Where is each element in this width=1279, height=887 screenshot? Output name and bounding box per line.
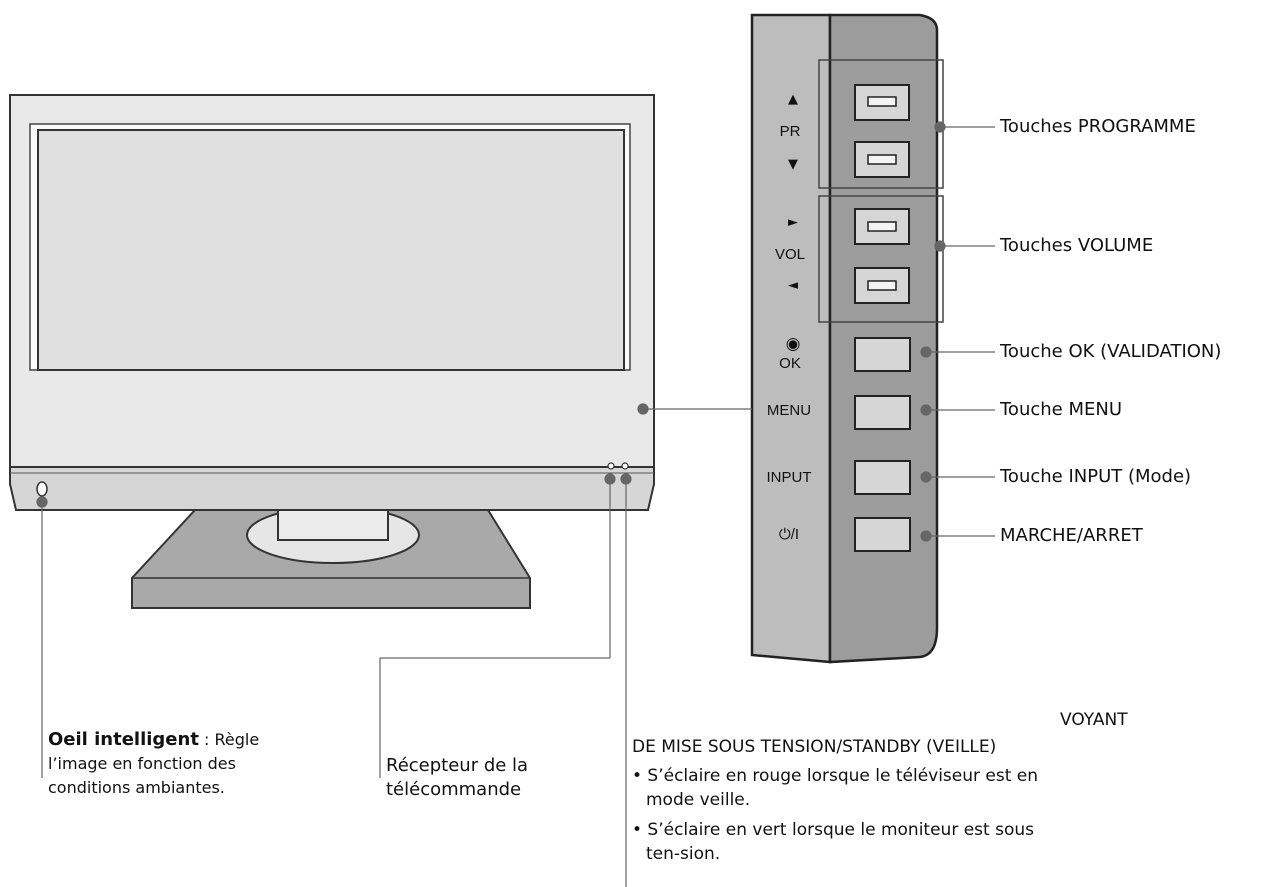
power-button[interactable] xyxy=(854,517,911,552)
menu-button[interactable] xyxy=(854,395,911,430)
ok-symbol: ◉ xyxy=(785,334,801,354)
callout-input: Touche INPUT (Mode) xyxy=(1000,466,1192,487)
pr-label: PR xyxy=(779,123,801,140)
receiver-line1: Récepteur de la xyxy=(386,755,529,776)
vol-down-arrow: ◄ xyxy=(788,278,798,293)
vol-up-button[interactable] xyxy=(854,208,910,245)
indicator-bullets: • S’éclaire en rouge lorsque le télévise… xyxy=(632,764,1060,872)
callout-menu: Touche MENU xyxy=(1000,399,1123,420)
intelligent-eye-line3: conditions ambiantes. xyxy=(48,778,225,797)
vol-down-button[interactable] xyxy=(854,267,910,304)
intelligent-eye-title: Oeil intelligent xyxy=(48,729,199,750)
indicator-heading-1: VOYANT xyxy=(1060,710,1128,730)
input-label: INPUT xyxy=(766,469,812,486)
pr-up-button[interactable] xyxy=(854,84,910,121)
tv-stand xyxy=(131,487,531,609)
vol-up-arrow: ► xyxy=(788,215,798,230)
indicator-bullet-1: • S’éclaire en rouge lorsque le télévise… xyxy=(632,766,1039,810)
intelligent-eye-line1: : Règle xyxy=(198,730,260,749)
pr-down-arrow: ▼ xyxy=(788,157,798,172)
indicator-heading-2: DE MISE SOUS TENSION/STANDBY (VEILLE) xyxy=(632,737,997,757)
leader-lines xyxy=(36,121,995,887)
menu-label: MENU xyxy=(766,402,812,419)
ok-label: OK xyxy=(779,355,801,372)
power-label: ⏻/I xyxy=(778,526,800,543)
intelligent-eye-line2: l’image en fonction des xyxy=(48,754,236,773)
panel-buttons xyxy=(854,84,911,552)
vol-label: VOL xyxy=(774,246,805,263)
remote-receiver-label: Récepteur de la télécommande xyxy=(386,754,596,802)
pr-up-arrow: ▲ xyxy=(788,92,798,107)
callout-programme: Touches PROGRAMME xyxy=(1000,116,1196,137)
tv-body xyxy=(9,94,655,511)
intelligent-eye-description: Oeil intelligent : Règle l’image en fonc… xyxy=(48,728,288,800)
input-button[interactable] xyxy=(854,460,911,495)
receiver-line2: télécommande xyxy=(386,779,522,800)
callout-ok: Touche OK (VALIDATION) xyxy=(1000,341,1222,362)
pr-down-button[interactable] xyxy=(854,141,910,178)
ok-button[interactable] xyxy=(854,337,911,372)
indicator-bullet-2: • S’éclaire en vert lorsque le moniteur … xyxy=(632,820,1034,864)
callout-volume: Touches VOLUME xyxy=(1000,235,1154,256)
callout-power: MARCHE/ARRET xyxy=(1000,525,1143,546)
